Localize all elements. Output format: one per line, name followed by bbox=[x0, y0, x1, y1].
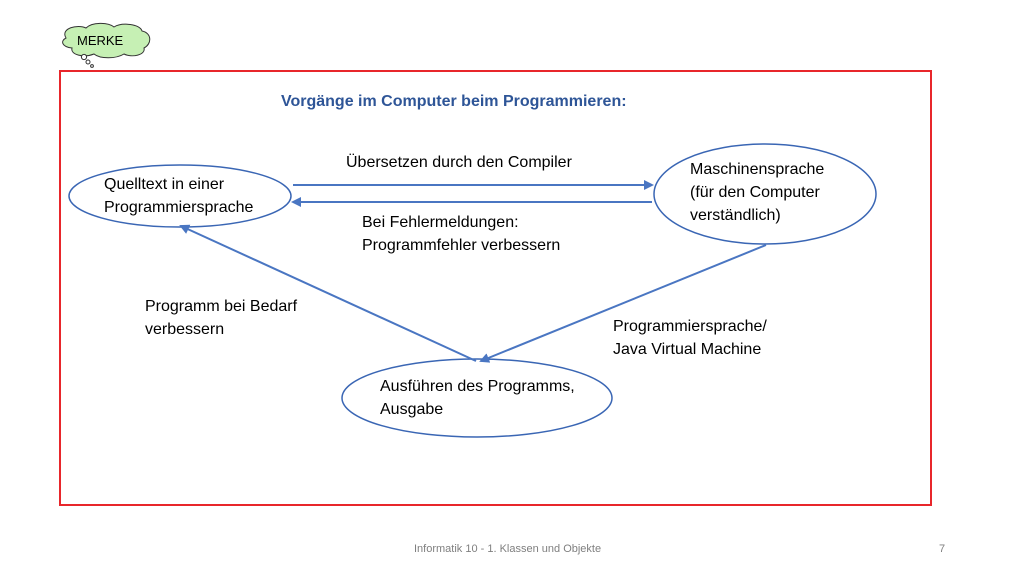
improve-edge-label: Programm bei Bedarf verbessern bbox=[145, 298, 298, 338]
machine-language-ellipse bbox=[653, 143, 877, 245]
jvm-arrow bbox=[479, 244, 767, 363]
footer-text: Informatik 10 - 1. Klassen und Objekte bbox=[414, 543, 602, 555]
machine-language-label: Maschinensprache (für den Computer verst… bbox=[690, 161, 825, 224]
merke-label: MERKE bbox=[77, 33, 124, 48]
merke-cloud-icon bbox=[62, 22, 151, 68]
execution-label: Ausführen des Programms, Ausgabe bbox=[380, 378, 575, 418]
improve-arrow bbox=[179, 224, 477, 362]
jvm-edge-label: Programmiersprache/ Java Virtual Machine bbox=[613, 318, 767, 358]
content-frame bbox=[59, 70, 932, 506]
source-code-label: Quelltext in einer Programmiersprache bbox=[104, 176, 254, 216]
page-number: 7 bbox=[939, 543, 946, 555]
errors-edge-label: Bei Fehlermeldungen: Programmfehler verb… bbox=[362, 214, 561, 254]
compile-edge-label: Übersetzen durch den Compiler bbox=[346, 154, 572, 171]
execution-ellipse bbox=[341, 358, 613, 438]
diagram-title: Vorgänge im Computer beim Programmieren: bbox=[281, 93, 627, 110]
